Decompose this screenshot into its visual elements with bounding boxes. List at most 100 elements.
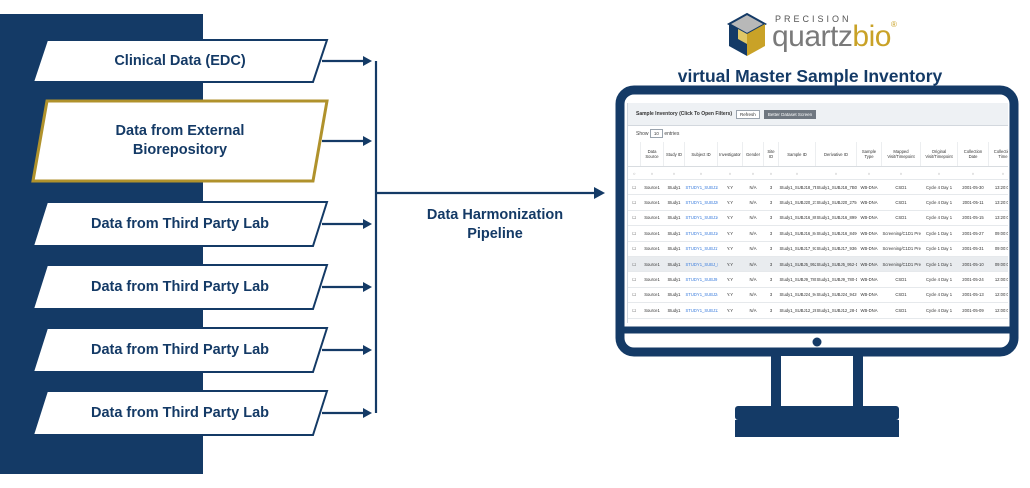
source-box-5: [31, 327, 329, 373]
filter-icon[interactable]: ○: [742, 166, 764, 180]
row-checkbox[interactable]: ☐: [628, 318, 641, 323]
filter-icon[interactable]: ○: [763, 166, 779, 180]
filter-icon[interactable]: ○: [640, 166, 664, 180]
filter-icon[interactable]: ○: [815, 166, 857, 180]
column-header[interactable]: Mapped Visit/Timepoint: [881, 142, 921, 167]
table-cell: CSD1: [881, 271, 921, 288]
table-cell: CSD1: [881, 179, 921, 196]
table-cell: 3: [763, 287, 779, 304]
table-cell: N/A: [742, 194, 764, 211]
table-cell: 3: [763, 179, 779, 196]
source-box-4: [31, 264, 329, 310]
filter-icon[interactable]: ○: [988, 166, 1008, 180]
table-cell: N/A: [742, 210, 764, 227]
row-checkbox[interactable]: ☐: [628, 210, 641, 227]
column-header[interactable]: Investigator: [717, 142, 743, 167]
table-cell[interactable]: STUDY1_SUBJ16: [684, 210, 718, 227]
arrowhead-2: [363, 136, 372, 146]
filter-icon[interactable]: ○: [717, 166, 743, 180]
column-header[interactable]: Derivative ID: [815, 142, 857, 167]
pipeline-label: Data Harmonization Pipeline: [426, 207, 564, 242]
table-cell[interactable]: STUDY1_SUBJ17: [684, 241, 718, 257]
column-header[interactable]: Study ID: [663, 142, 685, 167]
table-row[interactable]: ☐Source1Study1STUDY1_SUBJ5Y.YN/A3Study1_…: [628, 318, 1008, 323]
table-cell: N/A: [742, 241, 764, 257]
table-cell[interactable]: STUDY1_SUBJ24: [684, 287, 718, 304]
table-cell: Source1: [640, 210, 664, 227]
column-header[interactable]: [628, 142, 641, 167]
column-header[interactable]: Subject ID: [684, 142, 718, 167]
table-row[interactable]: ☐Source1Study1STUDY1_SUBJ_F0Y.YN/A3Study…: [628, 256, 1008, 273]
table-cell[interactable]: STUDY1_SUBJ20: [684, 194, 718, 211]
column-header[interactable]: Gender: [742, 142, 764, 167]
table-cell: Study1_SUBJ5_952-1: [815, 256, 857, 273]
column-header[interactable]: Sample Type: [856, 142, 882, 167]
row-checkbox[interactable]: ☐: [628, 287, 641, 304]
table-cell[interactable]: STUDY1_SUBJ12: [684, 302, 718, 319]
filter-icon[interactable]: ○: [856, 166, 882, 180]
table-cell: Study1_SUBJ18_7B0: [778, 179, 816, 196]
table-cell: 3: [763, 302, 779, 319]
column-header[interactable]: Collection Time: [988, 142, 1008, 167]
table-cell: Study1: [663, 225, 685, 242]
row-checkbox[interactable]: ☐: [628, 194, 641, 211]
filter-icon[interactable]: ○: [663, 166, 685, 180]
row-checkbox[interactable]: ☐: [628, 241, 641, 257]
table-cell: Study1_SUBJ9_780-1: [815, 271, 857, 288]
filter-icon[interactable]: ○: [920, 166, 958, 180]
table-cell[interactable]: STUDY1_SUBJ16: [684, 225, 718, 242]
filter-icon[interactable]: ○: [684, 166, 718, 180]
filter-icon[interactable]: ○: [957, 166, 989, 180]
source-label-3: Data from Third Party Lab: [90, 215, 270, 232]
table-cell: Y.Y: [717, 210, 743, 227]
refresh-button[interactable]: Refresh: [736, 109, 760, 119]
show-entries: Show 10 entries: [628, 126, 1008, 142]
row-checkbox[interactable]: ☐: [628, 302, 641, 319]
row-checkbox[interactable]: ☐: [628, 256, 641, 273]
table-cell[interactable]: STUDY1_SUBJ5: [684, 318, 718, 323]
filter-icon[interactable]: ○: [778, 166, 816, 180]
table-cell: Y.Y: [717, 256, 743, 273]
source-label-4: Data from Third Party Lab: [90, 278, 270, 295]
column-header[interactable]: Data Source: [640, 142, 664, 167]
table-cell: 09:00:00: [988, 256, 1008, 273]
column-header[interactable]: Site ID: [763, 142, 779, 167]
table-cell[interactable]: STUDY1_SUBJ18: [684, 179, 718, 196]
column-header[interactable]: Original Visit/Timepoint: [920, 142, 958, 167]
table-cell[interactable]: STUDY1_SUBJ_F0: [684, 256, 718, 273]
row-checkbox[interactable]: ☐: [628, 225, 641, 242]
table-cell: 09:00:00: [988, 225, 1008, 242]
source-box-1: [31, 39, 329, 83]
table-cell: Y.Y: [717, 271, 743, 288]
table-cell[interactable]: STUDY1_SUBJ9: [684, 271, 718, 288]
pipeline-arrowhead: [594, 187, 605, 199]
column-header[interactable]: Sample ID: [778, 142, 816, 167]
screen-header-title[interactable]: Sample Inventory (Click To Open Filters): [636, 111, 733, 117]
table-cell: N/A: [742, 225, 764, 242]
source-box-6: [31, 390, 329, 436]
source-label-5: Data from Third Party Lab: [90, 341, 270, 358]
table-cell: Cycle 1 Day 1: [920, 256, 958, 273]
row-checkbox[interactable]: ☐: [628, 179, 641, 196]
row-checkbox[interactable]: ☐: [628, 271, 641, 288]
table-cell: Study1: [663, 256, 685, 273]
filter-icon[interactable]: ○: [628, 166, 641, 180]
show-select[interactable]: 10: [649, 129, 663, 138]
dataset-screen-button[interactable]: Better Dataset Screen: [763, 109, 817, 119]
table-cell: N/A: [742, 256, 764, 273]
table-cell: 3: [763, 194, 779, 211]
filter-icon[interactable]: ○: [881, 166, 921, 180]
table-cell: Study1: [663, 210, 685, 227]
column-header[interactable]: Collection Date: [957, 142, 989, 167]
table-cell: Cycle 4 Day 1: [920, 271, 958, 288]
table-cell: 2001-05-15: [957, 210, 989, 227]
table-cell: 09:00:00: [988, 241, 1008, 257]
